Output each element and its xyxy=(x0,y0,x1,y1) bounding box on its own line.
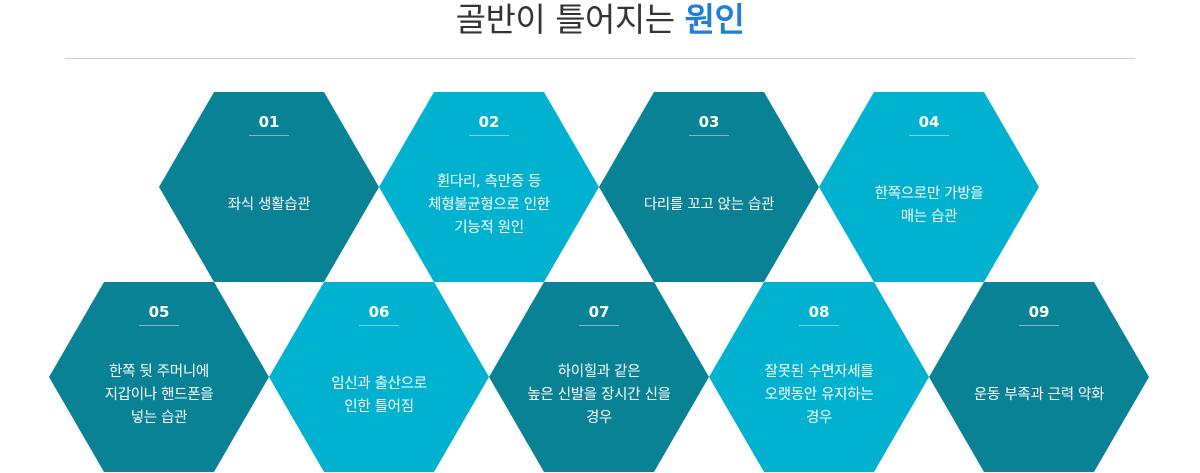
cause-hexagon-03: 03 다리를 꼬고 앉는 습관 xyxy=(599,92,819,282)
cause-text: 한쪽 뒷 주머니에 지갑이나 핸드폰을 넣는 습관 xyxy=(104,364,214,426)
cause-hexagon-08: 08 잘못된 수면자세를 오랫동안 유지하는 경우 xyxy=(709,282,929,472)
cause-text: 휜다리, 측만증 등 체형불균형으로 인한 기능적 원인 xyxy=(428,174,550,236)
cause-number: 01 xyxy=(258,113,280,131)
cause-text: 잘못된 수면자세를 오랫동안 유지하는 경우 xyxy=(764,364,874,426)
cause-number: 07 xyxy=(588,303,610,321)
title-main: 골반이 틀어지는 xyxy=(455,0,685,39)
cause-number: 05 xyxy=(148,303,170,321)
number-divider xyxy=(139,325,179,326)
cause-number: 02 xyxy=(478,113,500,131)
number-divider xyxy=(909,135,949,136)
cause-number: 04 xyxy=(918,113,940,131)
cause-text: 좌식 생활습관 xyxy=(227,197,311,213)
number-divider xyxy=(359,325,399,326)
title-divider xyxy=(65,58,1135,59)
number-divider xyxy=(579,325,619,326)
cause-hexagon-07: 07 하이힐과 같은 높은 신발을 장시간 신을 경우 xyxy=(489,282,709,472)
title-accent: 원인 xyxy=(684,0,745,39)
cause-number: 03 xyxy=(698,113,720,131)
cause-text: 운동 부족과 근력 약화 xyxy=(973,387,1105,403)
cause-text: 임신과 출산으로 인한 틀어짐 xyxy=(331,375,427,415)
cause-number: 06 xyxy=(368,303,390,321)
cause-text: 하이힐과 같은 높은 신발을 장시간 신을 경우 xyxy=(527,364,671,426)
cause-hexagon-09: 09 운동 부족과 근력 약화 xyxy=(929,282,1149,472)
cause-number: 08 xyxy=(808,303,830,321)
number-divider xyxy=(1019,325,1059,326)
number-divider xyxy=(799,325,839,326)
page-title: 골반이 틀어지는 원인 xyxy=(0,0,1200,40)
cause-text: 한쪽으로만 가방을 매는 습관 xyxy=(874,185,984,225)
cause-hexagon-02: 02 휜다리, 측만증 등 체형불균형으로 인한 기능적 원인 xyxy=(379,92,599,282)
number-divider xyxy=(249,135,289,136)
cause-hexagon-04: 04 한쪽으로만 가방을 매는 습관 xyxy=(819,92,1039,282)
cause-text: 다리를 꼬고 앉는 습관 xyxy=(643,197,775,213)
number-divider xyxy=(689,135,729,136)
cause-hexagon-06: 06 임신과 출산으로 인한 틀어짐 xyxy=(269,282,489,472)
cause-hexagon-01: 01 좌식 생활습관 xyxy=(159,92,379,282)
cause-hexagon-05: 05 한쪽 뒷 주머니에 지갑이나 핸드폰을 넣는 습관 xyxy=(49,282,269,472)
number-divider xyxy=(469,135,509,136)
cause-number: 09 xyxy=(1028,303,1050,321)
